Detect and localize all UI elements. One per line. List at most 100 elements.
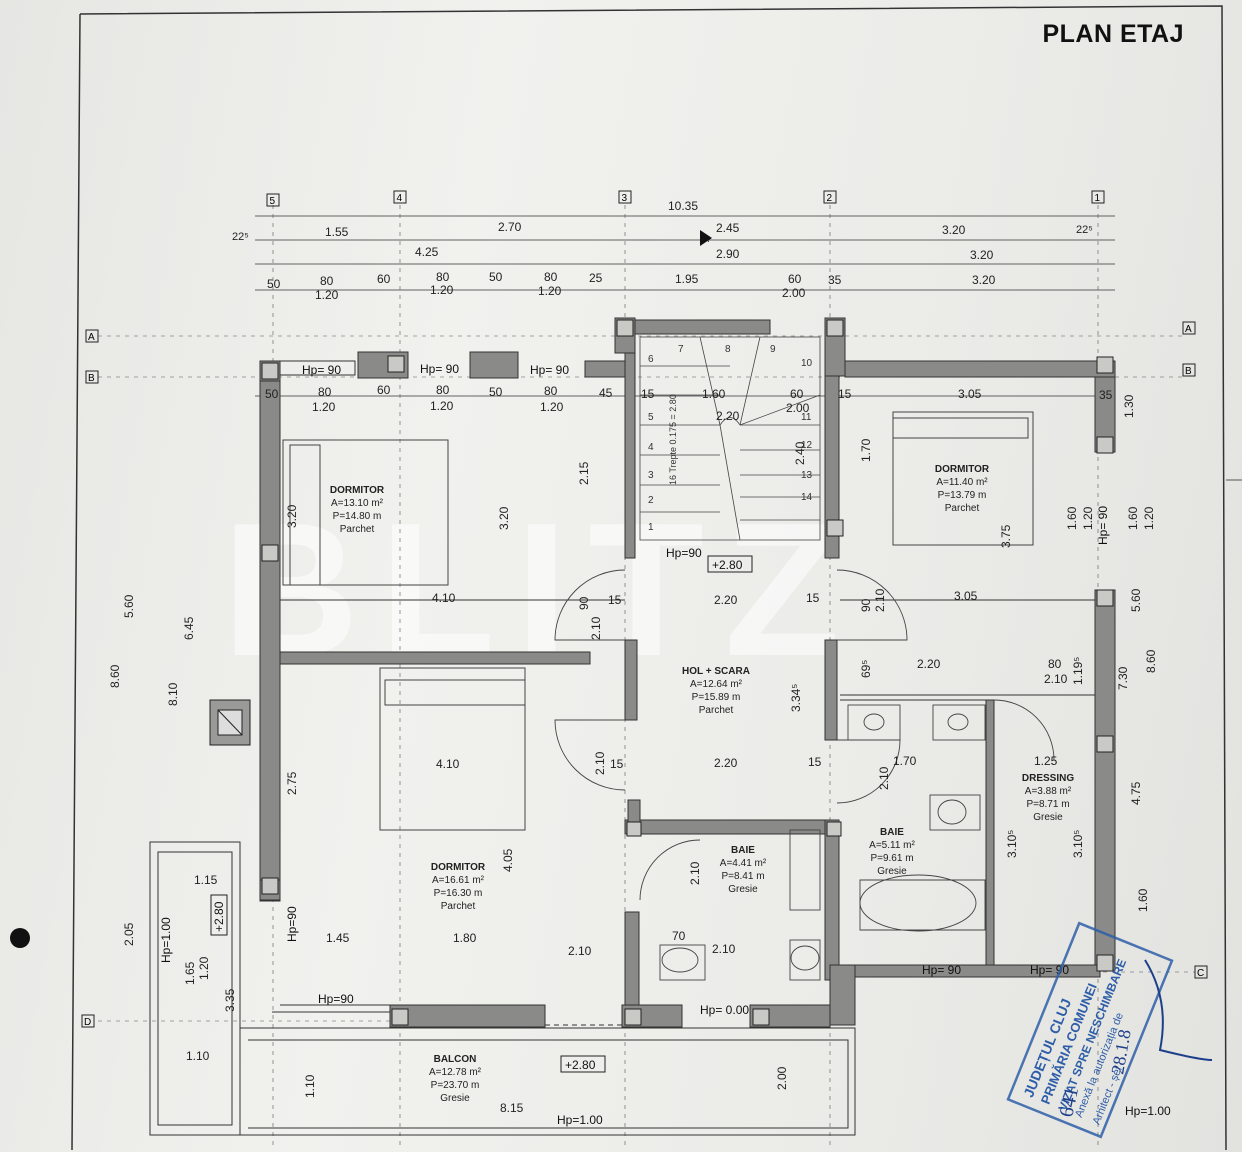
dim-vertical: 2.05 bbox=[122, 922, 136, 946]
dim-vertical: 1.60 bbox=[1136, 888, 1150, 912]
room-area: A=11.40 m² bbox=[936, 477, 988, 488]
room-floor: Parchet bbox=[699, 705, 734, 716]
room-name: DORMITOR bbox=[935, 464, 990, 475]
room-perimeter: P=23.70 m bbox=[431, 1080, 480, 1091]
dim-top4-9: 35 bbox=[828, 273, 842, 287]
drawing-title: PLAN ETAJ bbox=[1042, 20, 1184, 48]
room-perimeter: P=14.80 m bbox=[333, 511, 382, 522]
svg-text:1: 1 bbox=[1095, 193, 1101, 204]
room-name: DRESSING bbox=[1022, 773, 1074, 784]
top-dimension-lines bbox=[255, 215, 1115, 397]
dim-top5-1: 1.20 bbox=[430, 283, 454, 297]
hp-label: Hp= 90 bbox=[530, 363, 569, 377]
level-marker-balcon: +2.80 bbox=[560, 1055, 606, 1073]
svg-text:+2.80: +2.80 bbox=[212, 901, 226, 932]
dim-vertical: 2.00 bbox=[775, 1066, 789, 1090]
top-dimensions: 10.35 22⁵ 1.55 2.70 2.45 3.20 22⁵ 4.25 2… bbox=[232, 199, 1093, 302]
inner-dimensions: 50 80 60 80 50 80 45 15 1.60 60 15 3.05 … bbox=[186, 383, 1113, 1115]
dim-top4-7: 1.95 bbox=[675, 272, 699, 286]
dim-top2-0: 22⁵ bbox=[232, 231, 249, 243]
hp-label: Hp= 0.00 bbox=[700, 1003, 749, 1017]
dim-top4-10: 3.20 bbox=[972, 273, 996, 287]
hp-label: Hp= 90 bbox=[1096, 506, 1110, 545]
svg-text:1: 1 bbox=[648, 522, 654, 533]
dim-middle: 2.20 bbox=[917, 657, 941, 671]
hp-label: Hp= 90 bbox=[302, 363, 341, 377]
svg-text:5: 5 bbox=[270, 196, 276, 207]
dim-middle: 2.10 bbox=[712, 942, 736, 956]
dim-vertical: 3.35 bbox=[223, 988, 237, 1012]
room-name: BAIE bbox=[731, 845, 755, 856]
dim-top3-0: 4.25 bbox=[415, 245, 439, 259]
svg-text:3: 3 bbox=[622, 193, 628, 204]
dim-middle: 15 bbox=[610, 757, 624, 771]
room-floor: Parchet bbox=[945, 503, 980, 514]
svg-text:2: 2 bbox=[648, 495, 654, 506]
dim-inner: 1.20 bbox=[312, 400, 336, 414]
svg-text:8: 8 bbox=[725, 344, 731, 355]
dim-middle: 15 bbox=[608, 593, 622, 607]
svg-text:C: C bbox=[1197, 968, 1204, 979]
dim-vertical: 1.19⁵ bbox=[1071, 657, 1085, 685]
room-perimeter: P=9.61 m bbox=[870, 853, 913, 864]
room-baie-1: BAIE A=4.41 m² P=8.41 m Gresie bbox=[720, 845, 767, 895]
chimney bbox=[209, 699, 251, 746]
level-marker-terasa: +2.80 bbox=[210, 894, 228, 936]
dim-inner: 45 bbox=[599, 386, 613, 400]
dim-top2-3: 2.45 bbox=[716, 221, 740, 235]
axis-marker-b-right: B bbox=[1182, 363, 1196, 377]
svg-text:4: 4 bbox=[397, 193, 403, 204]
dim-top4-6: 25 bbox=[589, 271, 603, 285]
room-area: A=5.11 m² bbox=[869, 840, 915, 851]
dim-vertical: 1.20 bbox=[197, 956, 211, 980]
level-markers: +2.80 +2.80 +2.80 bbox=[210, 555, 753, 1073]
dim-vertical: 2.75 bbox=[285, 771, 299, 795]
room-area: A=13.10 m² bbox=[331, 498, 384, 509]
balcony-outline bbox=[149, 841, 856, 1136]
svg-text:3: 3 bbox=[648, 470, 654, 481]
axis-marker-b-left: B bbox=[85, 370, 99, 384]
sheet-border bbox=[71, 5, 1227, 1151]
room-dormitor-3: DORMITOR A=16.61 m² P=16.30 m Parchet bbox=[431, 862, 486, 912]
dim-vertical: 3.20 bbox=[285, 504, 299, 528]
hp-label: Hp=90 bbox=[666, 546, 702, 560]
dim-top3-1: 2.90 bbox=[716, 247, 740, 261]
dim-vertical: 8.60 bbox=[108, 664, 122, 688]
dim-vertical: 1.30 bbox=[1122, 394, 1136, 418]
dim-top4-5: 80 bbox=[544, 270, 558, 284]
dim-top4-0: 50 bbox=[267, 277, 281, 291]
room-perimeter: P=15.89 m bbox=[692, 692, 741, 703]
svg-text:11: 11 bbox=[801, 412, 812, 423]
dim-middle: 2.20 bbox=[714, 593, 738, 607]
axis-markers: 5 4 3 2 1 A B bbox=[81, 190, 1208, 1028]
room-perimeter: P=16.30 m bbox=[434, 888, 483, 899]
dim-middle: 4.10 bbox=[432, 591, 456, 605]
dim-inner: 80 bbox=[318, 385, 332, 399]
dim-vertical: 1.10 bbox=[303, 1074, 317, 1098]
room-name: DORMITOR bbox=[431, 862, 486, 873]
room-area: A=12.64 m² bbox=[690, 679, 743, 690]
dim-vertical: 2.10 bbox=[589, 616, 603, 640]
svg-text:A: A bbox=[703, 234, 709, 244]
level-marker-hol: +2.80 bbox=[707, 555, 753, 573]
dim-inner: 60 bbox=[377, 383, 391, 397]
dim-vertical: 69⁵ bbox=[859, 660, 873, 678]
svg-text:+2.80: +2.80 bbox=[565, 1058, 596, 1072]
axis-marker-2: 2 bbox=[823, 190, 837, 204]
dim-inner: 50 bbox=[489, 385, 503, 399]
dim-inner: 80 bbox=[436, 383, 450, 397]
dim-middle: 2.10 bbox=[568, 944, 592, 958]
dim-vertical: 1.65 bbox=[183, 961, 197, 985]
dim-top5-2: 1.20 bbox=[538, 284, 562, 298]
svg-text:4: 4 bbox=[648, 442, 654, 453]
room-floor: Gresie bbox=[877, 866, 907, 877]
room-baie-2: BAIE A=5.11 m² P=9.61 m Gresie bbox=[869, 827, 915, 877]
dim-middle: 3.05 bbox=[954, 589, 978, 603]
hp-label: Hp= 90 bbox=[922, 963, 961, 977]
dim-top5-3: 2.00 bbox=[782, 286, 806, 300]
dim-vertical: 2.10 bbox=[688, 861, 702, 885]
dim-inner: 15 bbox=[838, 387, 852, 401]
dim-vertical: 1.60 bbox=[1065, 506, 1079, 530]
